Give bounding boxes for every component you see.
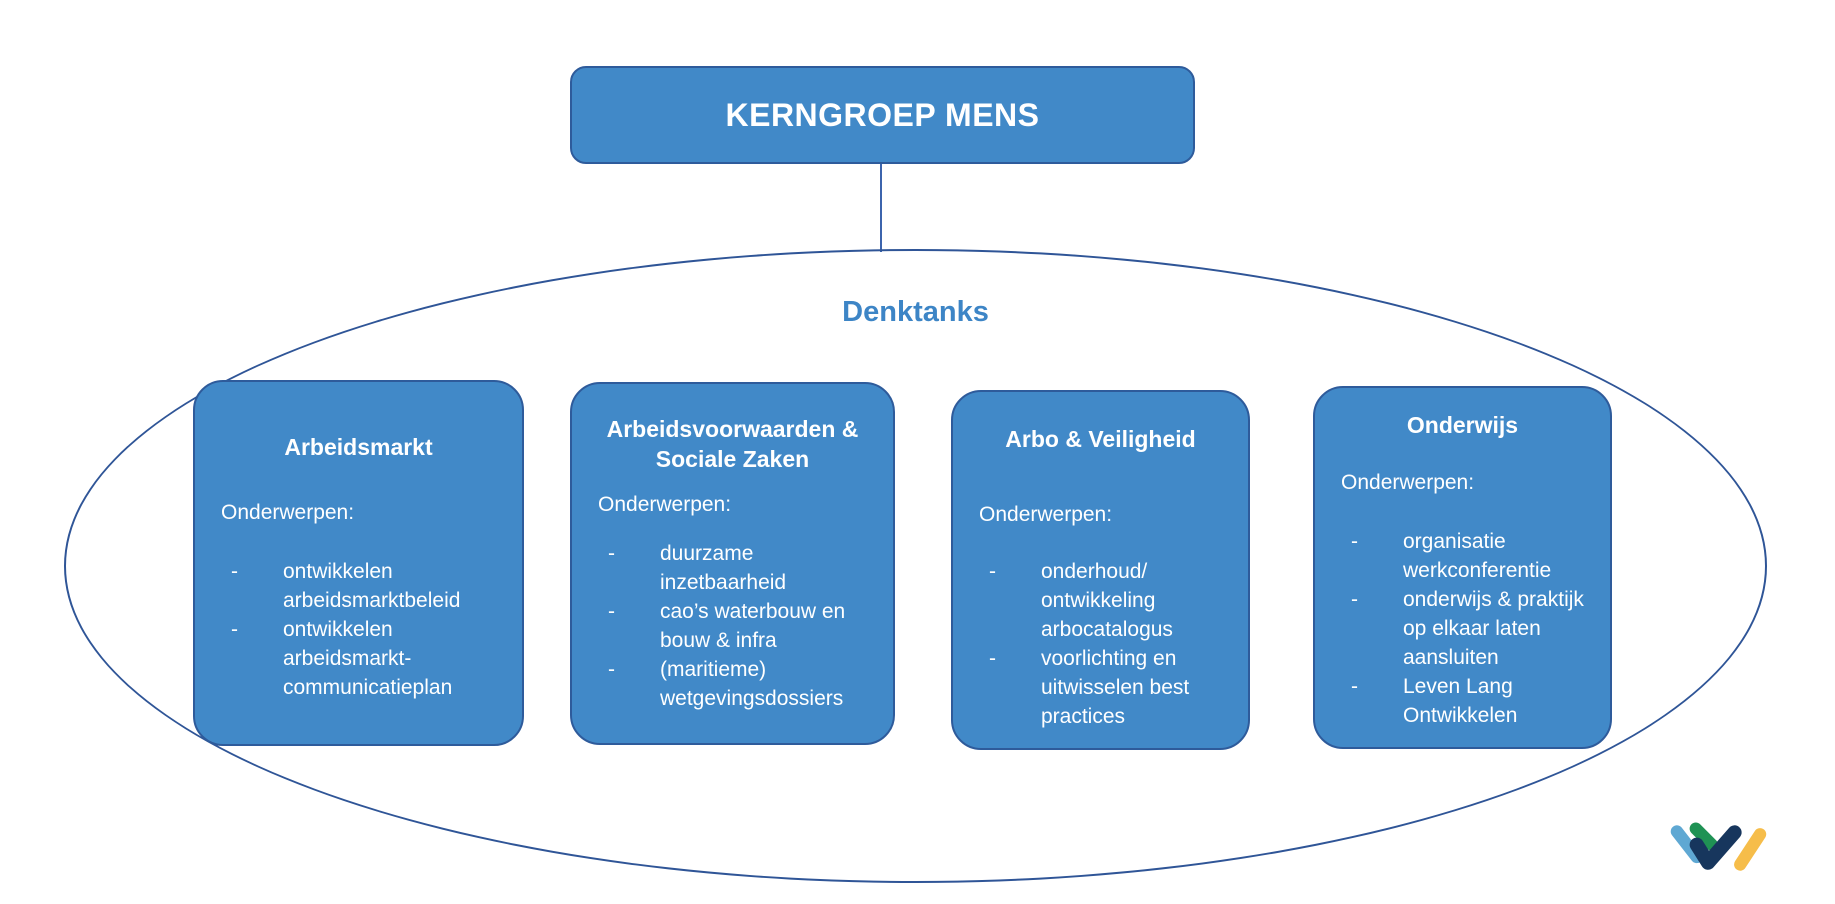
group-subtitle: Onderwerpen: [221,501,355,524]
list-item-text: duurzame inzetbaarheid [660,542,787,594]
list-item: - (maritieme) wetgevingsdossiers [598,655,867,713]
topic-list: - ontwikkelen arbeidsmarktbeleid - ontwi… [221,557,496,702]
topic-list: - duurzame inzetbaarheid - cao’s waterbo… [598,539,867,713]
ellipse-label: Denktanks [842,296,989,328]
root-node-title: KERNGROEP MENS [725,96,1040,133]
list-item: - Leven Lang Ontwikkelen [1341,672,1584,730]
dash-marker: - [608,658,615,681]
list-item: - duurzame inzetbaarheid [598,539,867,597]
group-box-arbeidsmarkt: Arbeidsmarkt Onderwerpen: - ontwikkelen … [193,380,524,746]
dash-marker: - [1351,675,1358,698]
list-item: - voorlichting en uitwisselen best pract… [979,644,1222,731]
group-title: Arbeidsvoorwaarden & Sociale Zaken [606,416,859,472]
group-title: Arbo & Veiligheid [1005,426,1196,452]
denktanks-ellipse [64,249,1767,883]
list-item-text: onderhoud/ ontwikkeling arbocatalogus [1041,560,1173,641]
group-box-onderwijs: Onderwijs Onderwerpen: - organisatie wer… [1313,386,1612,749]
list-item-text: organisatie werkconferentie [1403,530,1552,582]
list-item-text: onderwijs & praktijk op elkaar laten aan… [1403,588,1584,669]
list-item-text: Leven Lang Ontwikkelen [1403,675,1518,727]
dash-marker: - [989,560,996,583]
dash-marker: - [231,618,238,641]
list-item: - cao’s waterbouw en bouw & infra [598,597,867,655]
list-item-text: cao’s waterbouw en bouw & infra [660,600,846,652]
dash-marker: - [989,647,996,670]
group-box-arbeidsvoorwaarden: Arbeidsvoorwaarden & Sociale Zaken Onder… [570,382,895,745]
group-box-arbo-veiligheid: Arbo & Veiligheid Onderwerpen: - onderho… [951,390,1250,750]
root-node-kerngroep-mens: KERNGROEP MENS [570,66,1195,164]
dash-marker: - [1351,588,1358,611]
dash-marker: - [608,542,615,565]
w-chevron-logo-icon [1670,822,1767,871]
dash-marker: - [608,600,615,623]
group-subtitle: Onderwerpen: [979,503,1113,526]
list-item-text: ontwikkelen arbeidsmarkt-communicatiepla… [283,618,453,699]
list-item-text: (maritieme) wetgevingsdossiers [660,658,844,710]
list-item-text: ontwikkelen arbeidsmarktbeleid [283,560,461,612]
dash-marker: - [231,560,238,583]
dash-marker: - [1351,530,1358,553]
list-item-text: voorlichting en uitwisselen best practic… [1041,647,1190,728]
group-subtitle: Onderwerpen: [598,493,732,516]
group-subtitle: Onderwerpen: [1341,471,1475,494]
topic-list: - onderhoud/ ontwikkeling arbocatalogus … [979,557,1222,731]
topic-list: - organisatie werkconferentie - onderwij… [1341,527,1584,730]
list-item: - ontwikkelen arbeidsmarkt-communicatiep… [221,615,496,702]
group-title: Arbeidsmarkt [284,434,433,460]
group-title: Onderwijs [1406,412,1519,438]
list-item: - organisatie werkconferentie [1341,527,1584,585]
list-item: - onderwijs & praktijk op elkaar laten a… [1341,585,1584,672]
list-item: - ontwikkelen arbeidsmarktbeleid [221,557,496,615]
connector-line [880,164,882,252]
list-item: - onderhoud/ ontwikkeling arbocatalogus [979,557,1222,644]
